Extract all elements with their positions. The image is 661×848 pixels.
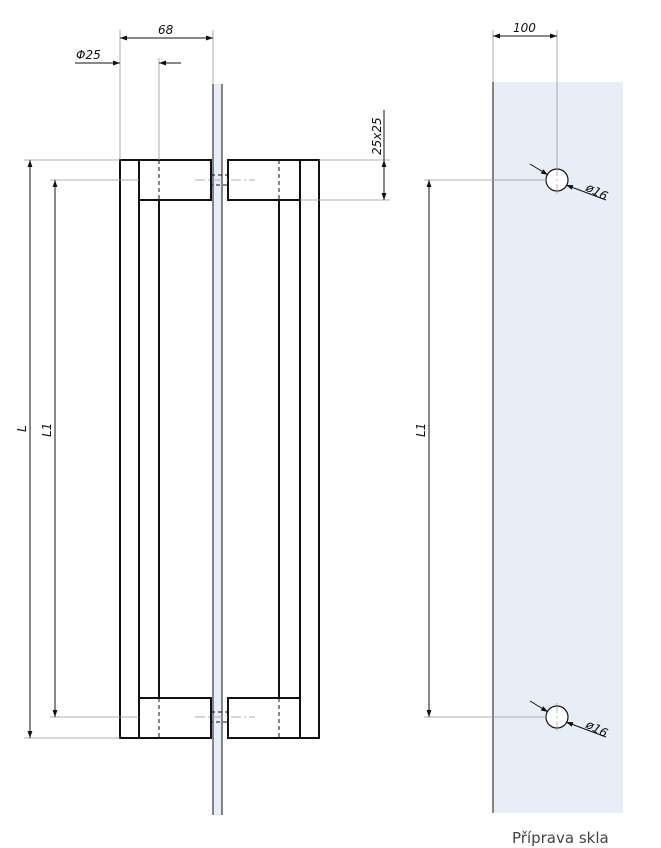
glass-view: 100 ø16 ø16 L1 Příprava skla <box>414 21 623 847</box>
handle-view: 68 Φ25 25x25 L L1 <box>15 23 390 815</box>
dim-width-label: 68 <box>158 23 174 37</box>
dim-hole-offset-label: 100 <box>513 21 536 35</box>
dim-glass-hole-spacing-label: L1 <box>414 423 428 437</box>
caption: Příprava skla <box>512 829 609 847</box>
dim-diameter-label: Φ25 <box>76 48 101 62</box>
left-handle <box>119 159 212 739</box>
dim-hole-spacing-label: L1 <box>40 423 54 437</box>
glass-panel <box>493 82 623 813</box>
dim-section-label: 25x25 <box>370 117 384 155</box>
dim-length-label: L <box>15 425 29 432</box>
right-handle <box>227 159 320 739</box>
glass-section <box>213 84 222 815</box>
